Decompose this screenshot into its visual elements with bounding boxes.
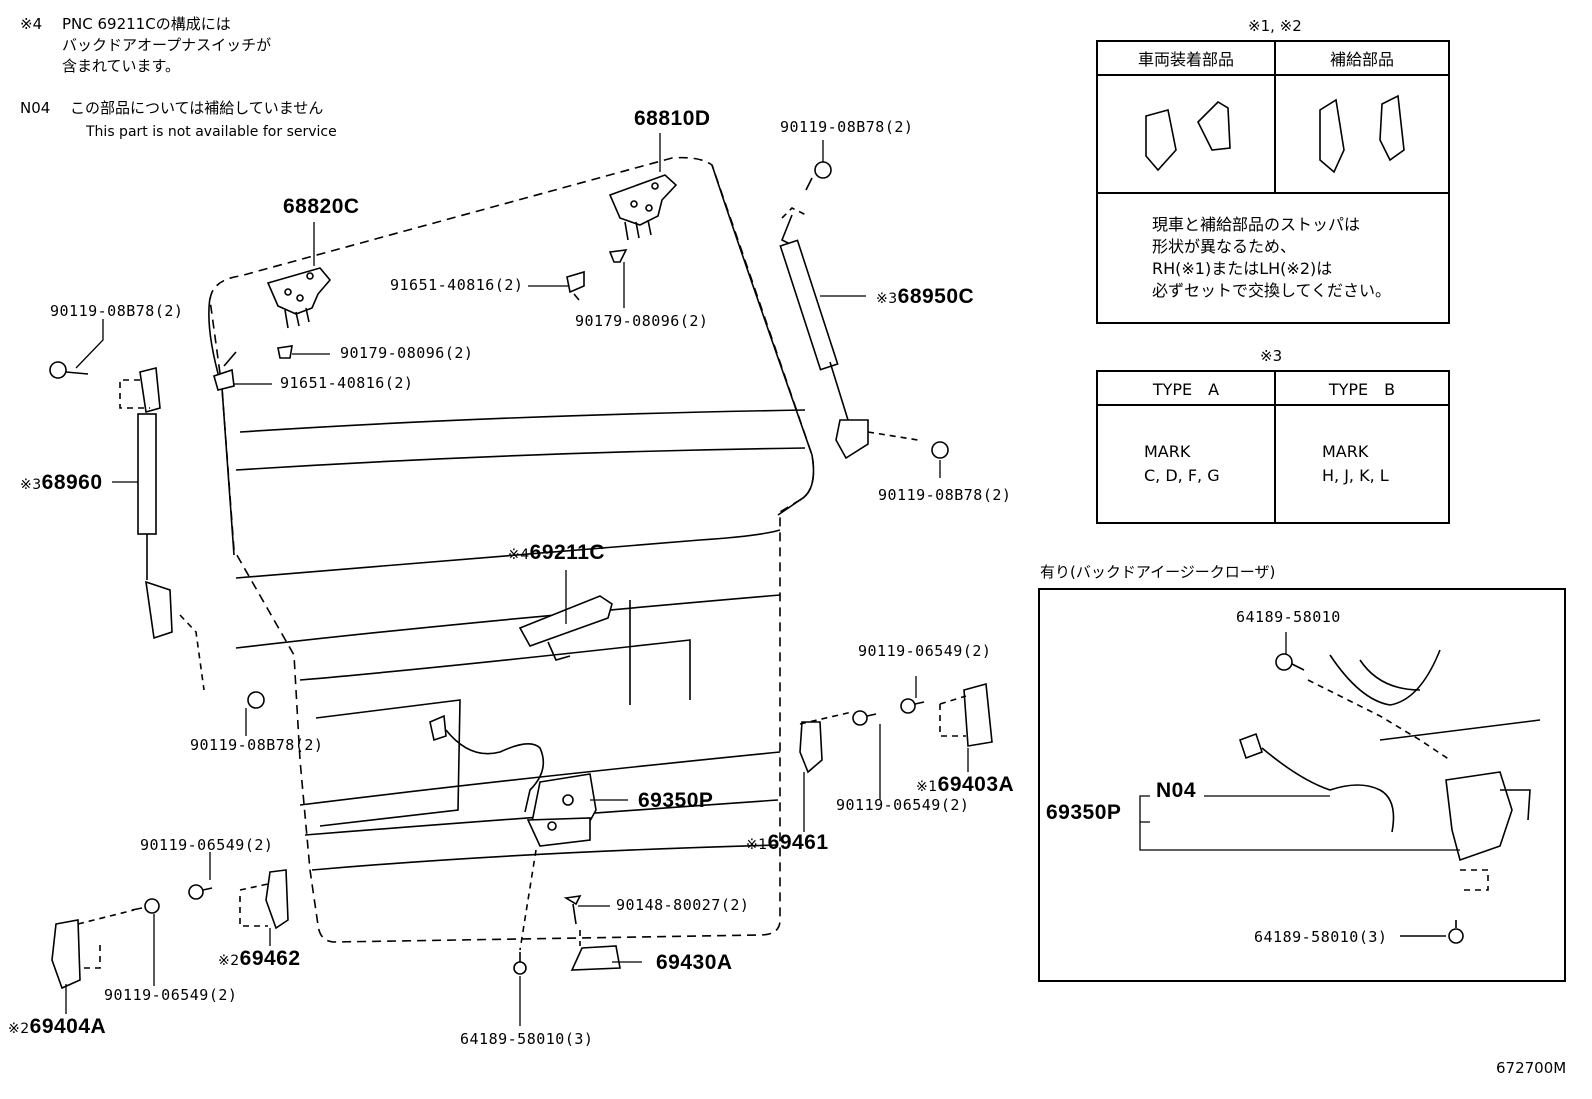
label-69461-mark: ※1 [746, 837, 768, 853]
note-4-line-3: 含まれています。 [62, 57, 181, 75]
table-stopper-note: 現車と補給部品のストッパは 形状が異なるため、 RH(※1)またはLH(※2)は… [1096, 192, 1450, 324]
label-68950C: ※368950C [876, 286, 974, 307]
label-69211C: ※469211C [508, 542, 605, 563]
label-69462-number: 69462 [239, 947, 301, 970]
table-type-cell-a: MARK C, D, F, G [1096, 404, 1276, 524]
label-90119-06549-mid-right: 90119-06549(2) [836, 796, 970, 814]
leader-lines [65, 133, 969, 1026]
stoppers [51, 682, 993, 990]
label-90119-08B78-right: 90119-08B78(2) [878, 486, 1012, 504]
inset-label-n04: N04 [1156, 779, 1197, 802]
inset-label-69350P: 69350P [1046, 801, 1122, 824]
n04-text-en: This part is not available for service [86, 124, 337, 140]
table-stopper-note-line-4: 必ずセットで交換してください。 [1152, 281, 1392, 300]
label-68810D: 68810D [634, 107, 711, 130]
inset-panel [1038, 588, 1566, 982]
label-68950C-mark: ※3 [876, 291, 898, 307]
door-panel-lines [208, 164, 815, 871]
label-90119-08B78-lower: 90119-08B78(2) [190, 736, 324, 754]
inset-label-64189-58010-bottom: 64189-58010(3) [1254, 928, 1388, 946]
table-type-header-b: TYPE B [1274, 370, 1450, 406]
hinge-bolts [213, 249, 628, 391]
small-bolts [131, 698, 925, 975]
label-90179-08096-left: 90179-08096(2) [340, 344, 474, 362]
table-type-caption: ※3 [1260, 347, 1283, 365]
label-68960-number: 68960 [41, 471, 103, 494]
figure-id: 672700M [1496, 1059, 1567, 1077]
table-stopper-header-2: 補給部品 [1274, 40, 1450, 76]
note-4-text: PNC 69211Cの構成には バックドアオープナスイッチが 含まれています。 [62, 14, 271, 77]
label-90179-08096-center: 90179-08096(2) [575, 312, 709, 330]
label-69211C-number: 69211C [529, 541, 606, 564]
label-69461-number: 69461 [767, 831, 829, 854]
label-90148-80027: 90148-80027(2) [616, 896, 750, 914]
note-4-line-2: バックドアオープナスイッチが [62, 36, 272, 54]
table-stopper-note-line-2: 形状が異なるため、 [1152, 237, 1297, 256]
label-68950C-number: 68950C [897, 285, 975, 308]
table-stopper-supply-part-cell [1274, 74, 1450, 194]
label-90119-06549-upper-right: 90119-06549(2) [858, 642, 992, 660]
table-stopper-note-line-1: 現車と補給部品のストッパは [1152, 215, 1361, 234]
inset-label-64189-58010-top: 64189-58010 [1236, 608, 1341, 626]
label-69462: ※269462 [218, 948, 301, 969]
latch-69350P [526, 773, 597, 847]
n04-text-ja: この部品については補給していません [70, 99, 324, 117]
label-69404A: ※269404A [8, 1016, 106, 1037]
strut-68950C [779, 161, 949, 460]
inset-sketches [1238, 649, 1541, 944]
table-stopper-vehicle-part-cell [1096, 74, 1276, 194]
table-type-b-mark-label: MARK [1322, 442, 1369, 461]
table-type-a-mark-values: C, D, F, G [1144, 466, 1220, 485]
hinge-68810D [608, 174, 678, 241]
label-69461: ※169461 [746, 832, 829, 853]
label-69350P: 69350P [638, 789, 714, 812]
table-type: TYPE A TYPE B MARK C, D, F, G MARK H, J,… [1096, 370, 1450, 524]
label-64189-58010-bottom: 64189-58010(3) [460, 1030, 594, 1048]
label-68820C: 68820C [283, 195, 360, 218]
table-stopper-header-1: 車両装着部品 [1096, 40, 1276, 76]
table-type-cell-b: MARK H, J, K, L [1274, 404, 1450, 524]
label-69404A-number: 69404A [29, 1015, 107, 1038]
note-4: ※4 [20, 14, 42, 35]
label-68960-mark: ※3 [20, 477, 42, 493]
label-69211C-mark: ※4 [508, 547, 530, 563]
note-4-line-1: PNC 69211Cの構成には [62, 15, 231, 33]
label-90119-08B78-left: 90119-08B78(2) [50, 302, 184, 320]
label-91651-40816-left: 91651-40816(2) [280, 374, 414, 392]
table-stopper-caption: ※1, ※2 [1248, 17, 1302, 35]
wire-harness [429, 714, 545, 813]
inset-leader-lines [1139, 632, 1460, 851]
table-type-b-mark-values: H, J, K, L [1322, 466, 1389, 485]
table-stopper-note-line-3: RH(※1)またはLH(※2)は [1152, 259, 1333, 278]
hinge-68820C [266, 267, 332, 329]
label-69403A-number: 69403A [937, 773, 1015, 796]
label-69403A: ※169403A [916, 774, 1014, 795]
strut-68960 [49, 361, 265, 709]
dashed-connectors [77, 207, 967, 969]
label-68960: ※368960 [20, 472, 103, 493]
label-69430A: 69430A [656, 951, 733, 974]
table-stopper: 車両装着部品 補給部品 現車と補給部品のストッパは 形状が異なるため、 RH(※… [1096, 40, 1450, 324]
label-90119-08B78-top: 90119-08B78(2) [780, 118, 914, 136]
table-type-header-a: TYPE A [1096, 370, 1276, 406]
label-69403A-mark: ※1 [916, 779, 938, 795]
label-91651-40816-center: 91651-40816(2) [390, 276, 524, 294]
n04-code: N04 [20, 99, 51, 117]
note-4-mark: ※4 [20, 15, 43, 33]
table-type-a-mark-label: MARK [1144, 442, 1191, 461]
label-90119-06549-left-top: 90119-06549(2) [140, 836, 274, 854]
label-90119-06549-left-bottom: 90119-06549(2) [104, 986, 238, 1004]
label-69462-mark: ※2 [218, 953, 240, 969]
inset-caption: 有り(バックドアイージークローザ) [1040, 563, 1276, 581]
label-69404A-mark: ※2 [8, 1021, 30, 1037]
